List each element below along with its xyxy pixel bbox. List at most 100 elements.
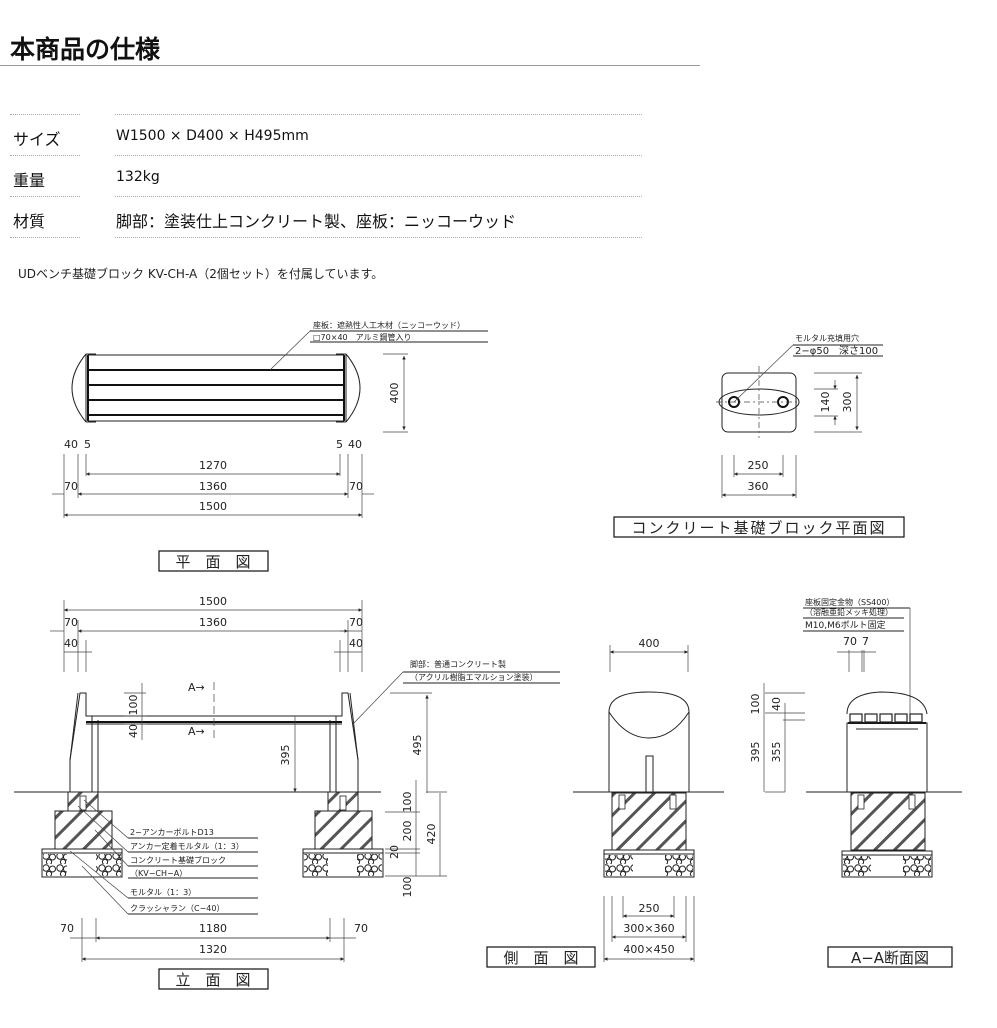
section-mark-bottom: A→ bbox=[188, 725, 205, 738]
elev-callout-leg: 脚部：普通コンクリート製 bbox=[410, 659, 506, 669]
elev-dim-total: 1500 bbox=[199, 595, 227, 608]
plan-dim-total: 1500 bbox=[199, 500, 227, 513]
section-dim-70: 70 bbox=[843, 635, 857, 648]
section-view: 座板固定金物（SS400） （溶融亜鉛メッキ処理） M10,M6ボルト固定 70… bbox=[749, 597, 962, 968]
section-dim-395: 395 bbox=[749, 742, 762, 763]
spec-table: サイズ W1500 × D400 × H495mm 重量 132kg 材質 脚部… bbox=[10, 114, 642, 238]
side-caption-box bbox=[486, 946, 596, 968]
elev-dim-found-100: 100 bbox=[401, 792, 414, 813]
spec-label: 重量 bbox=[13, 171, 46, 190]
elevation-view: 1500 1360 70 70 40 40 A→ A→ bbox=[14, 595, 560, 990]
block-caption: コンクリート基礎ブロック平面図 bbox=[631, 519, 886, 537]
elev-dim-found-200: 200 bbox=[401, 821, 414, 842]
plan-end-left bbox=[71, 353, 87, 423]
plan-end-right bbox=[345, 353, 361, 423]
spec-value: 脚部：塗装仕上コンクリート製、座板：ニッコーウッド bbox=[116, 212, 517, 231]
section-dim-100: 100 bbox=[749, 694, 762, 715]
plan-view: 座板：遮熱性人工木材（ニッコーウッド） □70×40 アルミ鋼管入り 400 4… bbox=[52, 320, 488, 572]
plan-dim: 40 bbox=[64, 438, 78, 451]
plan-callout-pipe: □70×40 アルミ鋼管入り bbox=[313, 332, 412, 342]
plan-dim-depth: 400 bbox=[388, 383, 401, 404]
plan-dim-inner: 1270 bbox=[199, 459, 227, 472]
spec-row-size: サイズ W1500 × D400 × H495mm bbox=[10, 114, 642, 155]
spec-label: サイズ bbox=[13, 130, 61, 149]
elev-dim-leg: 40 bbox=[64, 637, 78, 650]
row-divider bbox=[115, 155, 642, 156]
elev-label-anchor-mortar: アンカー定着モルタル（1：3） bbox=[130, 841, 244, 851]
block-plan-view: モルタル充填用穴 2−φ50 深さ100 140 300 250 360 コンク… bbox=[613, 333, 905, 538]
block-callout-hole: モルタル充填用穴 bbox=[795, 333, 859, 343]
spec-value: W1500 × D400 × H495mm bbox=[116, 128, 309, 144]
elev-callout-paint: （アクリル樹脂エマルション塗装） bbox=[410, 672, 538, 682]
foundation-block-right bbox=[314, 810, 373, 850]
elev-dim-100: 100 bbox=[127, 695, 140, 716]
elev-label-crusher-run: クラッシャラン（C−40） bbox=[130, 904, 224, 913]
accessory-note: UDベンチ基礎ブロック KV-CH-A（2個セット）を付属しています。 bbox=[18, 267, 384, 281]
section-dim-40: 40 bbox=[770, 697, 783, 711]
side-view: 400 250 300×360 400×450 側 面 図 bbox=[486, 637, 724, 968]
block-dim-houter: 300 bbox=[841, 392, 854, 413]
elev-dim-found-420: 420 bbox=[425, 824, 438, 845]
elev-dim-leg: 40 bbox=[349, 637, 363, 650]
elev-dim-side: 70 bbox=[349, 616, 363, 629]
elev-dim-found-20: 20 bbox=[388, 845, 401, 859]
spec-value: 132kg bbox=[116, 169, 160, 185]
section-seat-top bbox=[846, 691, 928, 715]
elev-dim-395: 395 bbox=[279, 745, 292, 766]
spec-row-weight: 重量 132kg bbox=[10, 155, 642, 196]
section-callout-galv: （溶融亜鉛メッキ処理） bbox=[805, 607, 893, 617]
row-divider bbox=[10, 196, 80, 197]
row-divider bbox=[115, 114, 642, 115]
title-divider bbox=[0, 65, 700, 66]
row-divider bbox=[115, 237, 642, 238]
spec-label: 材質 bbox=[13, 212, 46, 231]
elev-label-block: コンクリート基礎ブロック bbox=[130, 855, 226, 865]
elev-dim-bot-side: 70 bbox=[354, 922, 368, 935]
elev-dim-bot-side: 70 bbox=[60, 922, 74, 935]
plan-callout-seat: 座板：遮熱性人工木材（ニッコーウッド） bbox=[313, 320, 465, 330]
elev-dim-side: 70 bbox=[64, 616, 78, 629]
row-divider bbox=[10, 114, 80, 115]
side-caption: 側 面 図 bbox=[503, 949, 578, 967]
elev-caption-box bbox=[158, 968, 269, 990]
block-dim-wouter: 360 bbox=[748, 480, 769, 493]
section-caption-box bbox=[827, 946, 953, 968]
section-callout-bolt: M10,M6ボルト固定 bbox=[805, 619, 886, 631]
section-mark-top: A→ bbox=[188, 681, 205, 694]
row-divider bbox=[115, 196, 642, 197]
side-dim-block: 300×360 bbox=[623, 922, 674, 935]
elev-dim-40: 40 bbox=[127, 724, 140, 738]
row-divider bbox=[10, 237, 80, 238]
plan-dim: 5 bbox=[336, 438, 343, 451]
block-callout-spec: 2−φ50 深さ100 bbox=[795, 345, 878, 357]
plan-caption-box bbox=[158, 550, 269, 572]
plan-caption: 平 面 図 bbox=[175, 553, 250, 571]
elev-dim-bot-total: 1320 bbox=[199, 943, 227, 956]
side-dim-base: 400×450 bbox=[623, 943, 674, 956]
section-caption: A−A断面図 bbox=[851, 949, 929, 967]
block-caption-box bbox=[613, 516, 905, 538]
side-dim-width: 400 bbox=[639, 637, 660, 650]
side-dim-inner: 250 bbox=[639, 902, 660, 915]
section-callout-bracket: 座板固定金物（SS400） bbox=[805, 597, 894, 607]
block-dim-winner: 250 bbox=[748, 459, 769, 472]
elev-label-anchor-bolt: 2−アンカーボルトD13 bbox=[130, 828, 214, 837]
spec-row-material: 材質 脚部：塗装仕上コンクリート製、座板：ニッコーウッド bbox=[10, 196, 642, 237]
section-leg bbox=[846, 722, 928, 793]
elev-label-mortar: モルタル（1：3） bbox=[130, 888, 196, 897]
elev-dim-bot-inner: 1180 bbox=[199, 922, 227, 935]
block-dim-hinner: 140 bbox=[819, 392, 832, 413]
plan-dim: 40 bbox=[348, 438, 362, 451]
plan-dim-side: 70 bbox=[64, 480, 78, 493]
elev-dim-495: 495 bbox=[411, 735, 424, 756]
elev-dim-mid: 1360 bbox=[199, 616, 227, 629]
elev-label-block-model: （KV−CH−A） bbox=[130, 869, 187, 878]
section-dim-7: 7 bbox=[862, 635, 869, 648]
section-dim-355: 355 bbox=[770, 742, 783, 763]
elev-caption: 立 面 図 bbox=[175, 971, 250, 989]
plan-dim-mid: 1360 bbox=[199, 480, 227, 493]
plan-dim-side: 70 bbox=[349, 480, 363, 493]
elev-leg-left bbox=[69, 692, 93, 796]
plan-dim: 5 bbox=[84, 438, 91, 451]
